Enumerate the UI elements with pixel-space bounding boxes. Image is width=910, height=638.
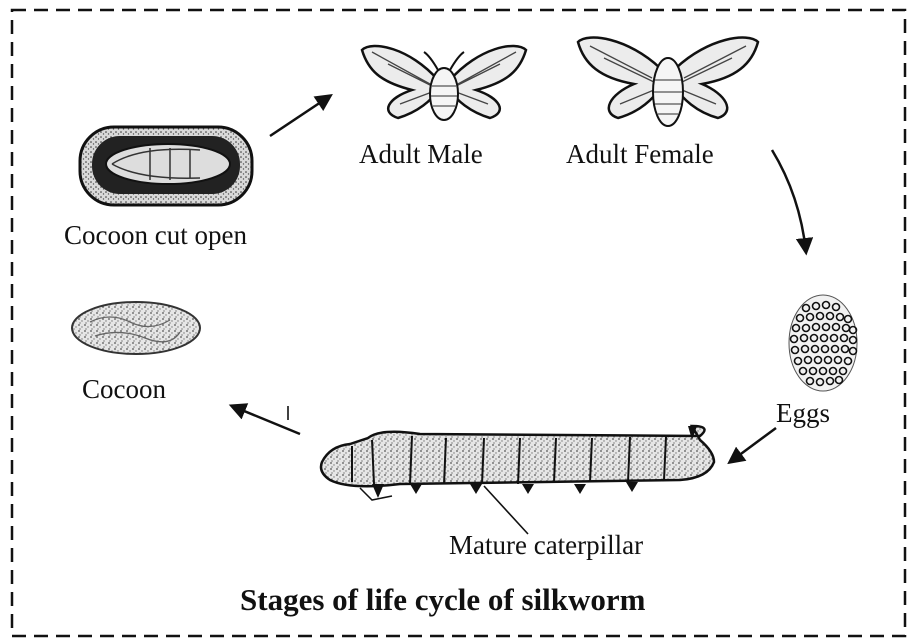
arrow-cocoon-to-adult — [270, 96, 330, 136]
label-eggs: Eggs — [776, 398, 830, 429]
label-adult-male: Adult Male — [359, 139, 483, 170]
label-cocoon-cut-open: Cocoon cut open — [64, 220, 247, 251]
caterpillar-label-leader — [484, 486, 528, 534]
label-cocoon: Cocoon — [82, 374, 166, 405]
adult-male-moth-illustration — [362, 46, 526, 120]
diagram-title: Stages of life cycle of silkworm — [240, 582, 645, 618]
cocoon-cut-open-illustration — [80, 127, 252, 205]
arrow-eggs-to-caterpillar — [730, 428, 776, 462]
mature-caterpillar-illustration — [321, 426, 714, 500]
eggs-illustration — [789, 295, 857, 391]
label-mature-caterpillar: Mature caterpillar — [449, 530, 643, 561]
arrow-adult-to-eggs — [772, 150, 806, 252]
adult-female-moth-illustration — [578, 38, 758, 126]
label-adult-female: Adult Female — [566, 139, 714, 170]
arrow-caterpillar-to-cocoon — [232, 406, 300, 434]
cocoon-illustration — [72, 302, 200, 354]
